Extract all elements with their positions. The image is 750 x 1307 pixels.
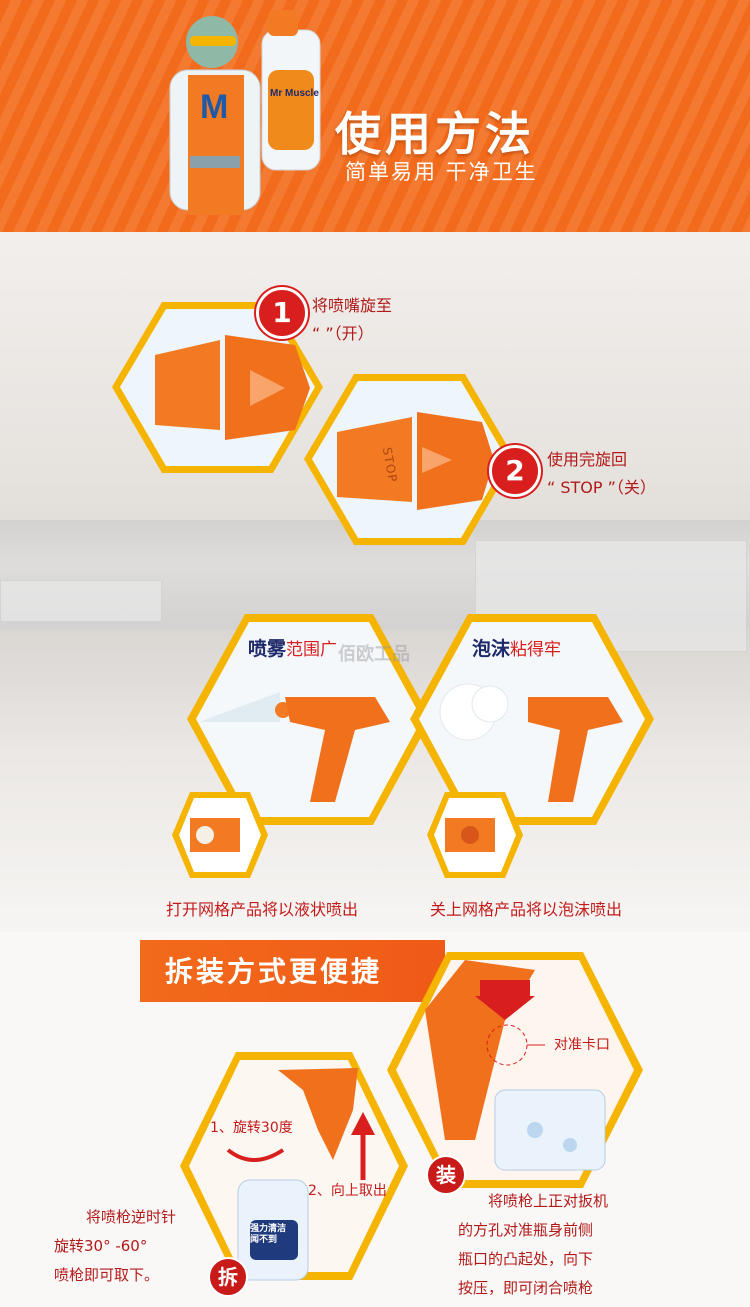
remove-desc-2: 旋转30° -60° xyxy=(54,1237,148,1255)
hexagon-install xyxy=(387,952,643,1188)
install-desc-4: 按压，即可闭合喷枪 xyxy=(458,1279,594,1297)
foam-label-b: 粘得牢 xyxy=(510,640,562,660)
section2-banner xyxy=(140,940,445,1002)
kitchen-shelf xyxy=(0,580,162,622)
spray-label-b: 范围广 xyxy=(286,640,338,660)
bottle-text-1: 强力清洁 xyxy=(250,1224,287,1234)
section2-title: 拆装方式更便捷 xyxy=(165,955,383,988)
foam-inset xyxy=(427,792,523,878)
remove-description: 将喷枪逆时针 旋转30° -60° 喷枪即可取下。 xyxy=(54,1203,176,1290)
foam-label: 泡沫粘得牢 xyxy=(472,634,561,661)
step1-line2: “ ”（开） xyxy=(312,324,374,343)
step2-line1: 使用完旋回 xyxy=(547,450,628,469)
bottle-label: 强力清洁 闻不到 xyxy=(250,1224,286,1246)
remove-badge: 拆 xyxy=(208,1257,248,1297)
hexagon-remove xyxy=(180,1052,408,1281)
install-badge: 装 xyxy=(426,1155,466,1195)
install-desc-3: 瓶口的凸起处，向下 xyxy=(458,1250,594,1268)
step1-text: 将喷嘴旋至 “ ”（开） xyxy=(312,292,392,348)
step1-badge: 1 xyxy=(256,287,308,339)
header-shade xyxy=(0,0,750,232)
mascot-illustration: M Mr Muscle xyxy=(169,10,321,215)
hexagon-spray-mode xyxy=(187,614,431,825)
mascot-letter: M xyxy=(200,88,228,126)
remove-desc-3: 喷枪即可取下。 xyxy=(54,1266,160,1284)
install-desc-1: 将喷枪上正对扳机 xyxy=(488,1192,609,1210)
install-description: 将喷枪上正对扳机 的方孔对准瓶身前侧 瓶口的凸起处，向下 按压，即可闭合喷枪 xyxy=(458,1187,608,1303)
bottle-text-2: 闻不到 xyxy=(250,1235,278,1245)
install-desc-2: 的方孔对准瓶身前侧 xyxy=(458,1221,594,1239)
spray-label-a: 喷雾 xyxy=(248,638,287,660)
foam-caption: 关上网格产品将以泡沫喷出 xyxy=(430,900,623,919)
step2-line2: “ STOP ”（关） xyxy=(547,478,656,497)
spray-caption: 打开网格产品将以液状喷出 xyxy=(166,900,359,919)
remove-step1: 1、旋转30度 xyxy=(210,1120,293,1136)
remove-desc-1: 将喷枪逆时针 xyxy=(86,1208,177,1226)
align-label: 对准卡口 xyxy=(554,1037,610,1053)
remove-step2: 2、向上取出 xyxy=(308,1183,387,1199)
foam-label-a: 泡沫 xyxy=(472,638,511,660)
watermark-text: 佰欧工品 xyxy=(338,644,410,665)
hexagon-step1 xyxy=(112,302,323,473)
page-title: 使用方法 xyxy=(335,107,535,161)
hexagon-foam-mode xyxy=(410,614,654,825)
step2-text: 使用完旋回 “ STOP ”（关） xyxy=(547,446,656,502)
page-subtitle: 简单易用 干净卫生 xyxy=(345,160,538,184)
step1-line1: 将喷嘴旋至 xyxy=(312,296,393,315)
spray-label: 喷雾范围广 xyxy=(248,634,337,661)
hexagon-step2 xyxy=(304,374,515,545)
spray-inset xyxy=(172,792,268,878)
step2-badge: 2 xyxy=(489,445,541,497)
bottle-brand: Mr Muscle xyxy=(270,88,319,99)
